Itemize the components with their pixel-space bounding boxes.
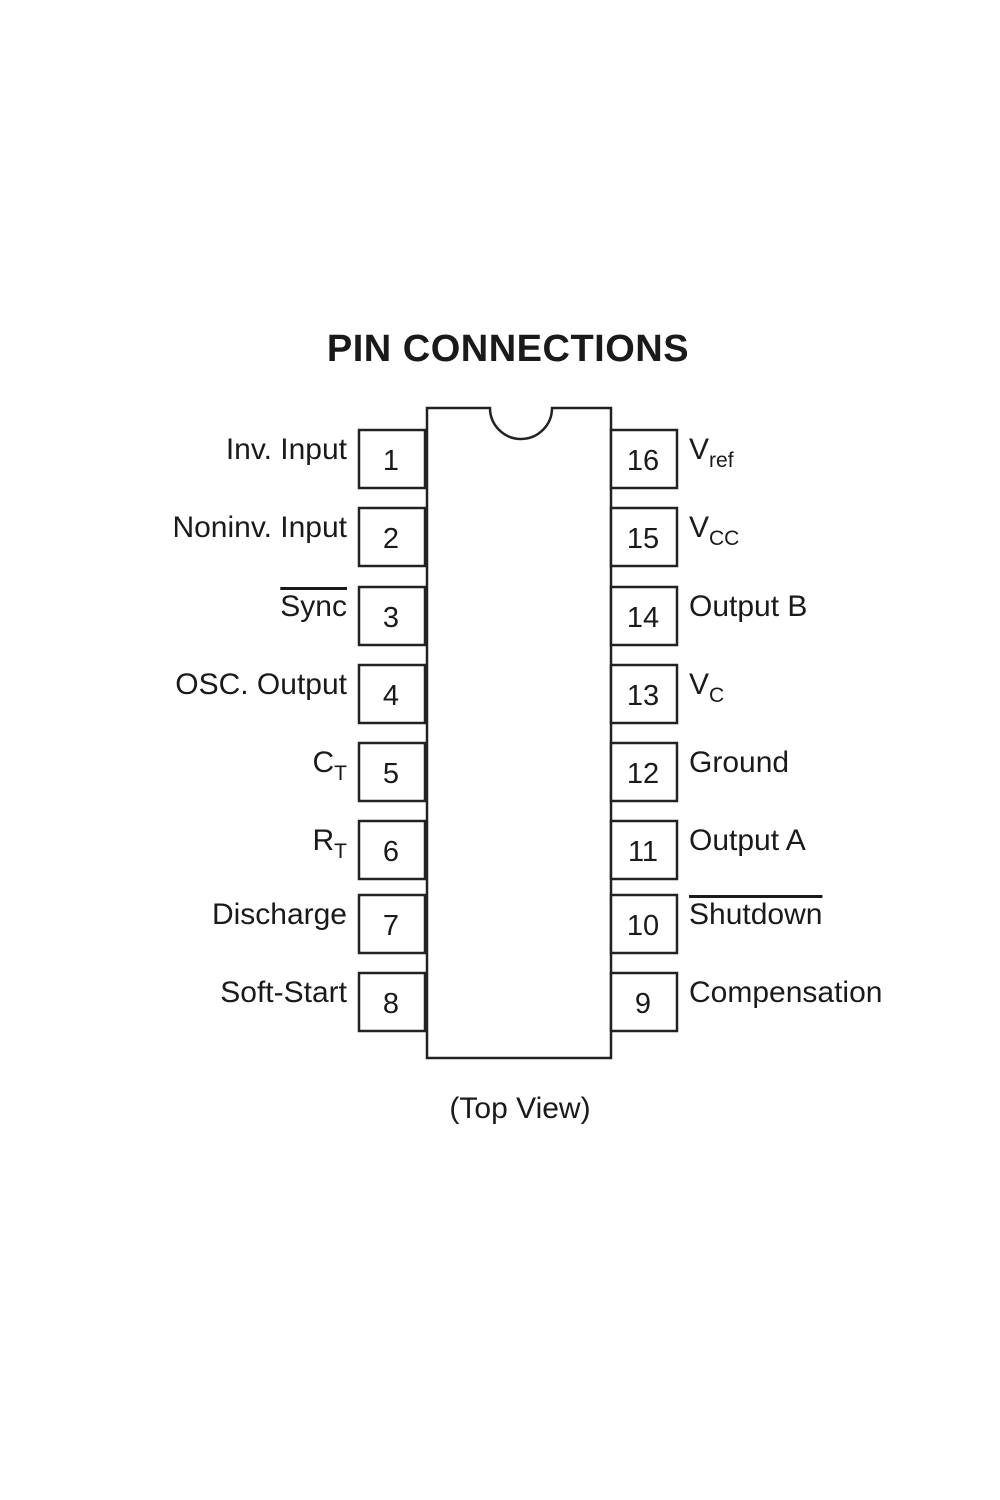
- pin-boxes: [357, 428, 679, 1033]
- pin-7-box: [357, 893, 427, 955]
- pin-8-number: 8: [382, 988, 400, 1020]
- pin-4-name: OSC. Output: [175, 668, 347, 701]
- pin-15-number: 15: [626, 523, 660, 555]
- pin-10-name: Shutdown: [689, 898, 823, 931]
- pin-6-box: [357, 819, 427, 881]
- pin-4-box: [357, 663, 427, 725]
- pin-14-number: 14: [626, 602, 660, 634]
- pin-16-number: 16: [626, 445, 660, 477]
- pin-1-box: [357, 428, 427, 490]
- pin-11-number: 11: [627, 836, 659, 868]
- pin-2-number: 2: [382, 523, 400, 555]
- diagram-title: PIN CONNECTIONS: [326, 328, 690, 370]
- pin-12-number: 12: [626, 758, 660, 790]
- pin-1-name: Inv. Input: [225, 433, 347, 466]
- pin-7-name: Discharge: [211, 898, 347, 931]
- pin-13-number: 13: [626, 680, 660, 712]
- pin-9-name: Compensation: [689, 976, 883, 1009]
- pin-5-name: C: [312, 746, 335, 779]
- pin-13-box: [609, 663, 679, 725]
- pin-3-box: [357, 585, 427, 647]
- pin-14-box: [609, 585, 679, 647]
- ic-body: [425, 406, 613, 1060]
- pin-16-box: [609, 428, 679, 490]
- pin-10-number: 10: [626, 910, 660, 942]
- pin-5-number: 5: [382, 758, 400, 790]
- pin-16-label: Vref: [689, 432, 734, 479]
- pin-11-label: Output A: [689, 823, 806, 859]
- pin-3-name: Sync: [280, 590, 347, 623]
- pin-5-box: [357, 741, 427, 803]
- pin-11-name: Output A: [689, 824, 806, 857]
- pin-9-number: 9: [634, 988, 652, 1020]
- pin-7-label: Discharge: [27, 897, 347, 933]
- pin-13-label: VC: [689, 667, 724, 714]
- pin-10-label: Shutdown: [689, 897, 822, 933]
- pin-6-name: R: [312, 824, 335, 857]
- pin-9-box: [609, 971, 679, 1033]
- pin-11-box: [609, 819, 679, 881]
- pin-10-box: [609, 893, 679, 955]
- pin-4-label: OSC. Output: [27, 667, 347, 703]
- pin-1-label: Inv. Input: [27, 432, 347, 468]
- view-caption: (Top View): [449, 1092, 591, 1125]
- pin-12-name: Ground: [689, 746, 790, 779]
- pin-4-number: 4: [382, 680, 400, 712]
- pin-14-label: Output B: [689, 589, 807, 625]
- pin-12-label: Ground: [689, 745, 789, 781]
- pin-2-box: [357, 506, 427, 568]
- pin-14-name: Output B: [689, 590, 808, 623]
- pin-9-label: Compensation: [689, 975, 882, 1011]
- pin-13-subscript: C: [709, 684, 725, 707]
- pin-8-label: Soft-Start: [27, 975, 347, 1011]
- pin-2-name: Noninv. Input: [172, 511, 347, 544]
- pin-7-number: 7: [382, 910, 400, 942]
- pin-5-subscript: T: [334, 762, 347, 785]
- pin-6-subscript: T: [334, 840, 347, 863]
- pin-8-name: Soft-Start: [220, 976, 347, 1009]
- pin-15-box: [609, 506, 679, 568]
- pin-3-label: Sync: [27, 589, 347, 625]
- pin-15-name: V: [689, 511, 710, 544]
- pin-16-subscript: ref: [709, 449, 734, 472]
- pin-16-name: V: [689, 433, 710, 466]
- pin-3-number: 3: [382, 602, 400, 634]
- pin-13-name: V: [689, 668, 710, 701]
- pin-12-box: [609, 741, 679, 803]
- pin-6-label: RT: [27, 823, 348, 870]
- pin-15-label: VCC: [689, 510, 739, 557]
- pin-5-label: CT: [27, 745, 348, 792]
- pin-1-number: 1: [382, 445, 400, 477]
- pin-15-subscript: CC: [709, 527, 740, 550]
- pin-2-label: Noninv. Input: [27, 510, 347, 546]
- pin-8-box: [357, 971, 427, 1033]
- pin-6-number: 6: [382, 836, 400, 868]
